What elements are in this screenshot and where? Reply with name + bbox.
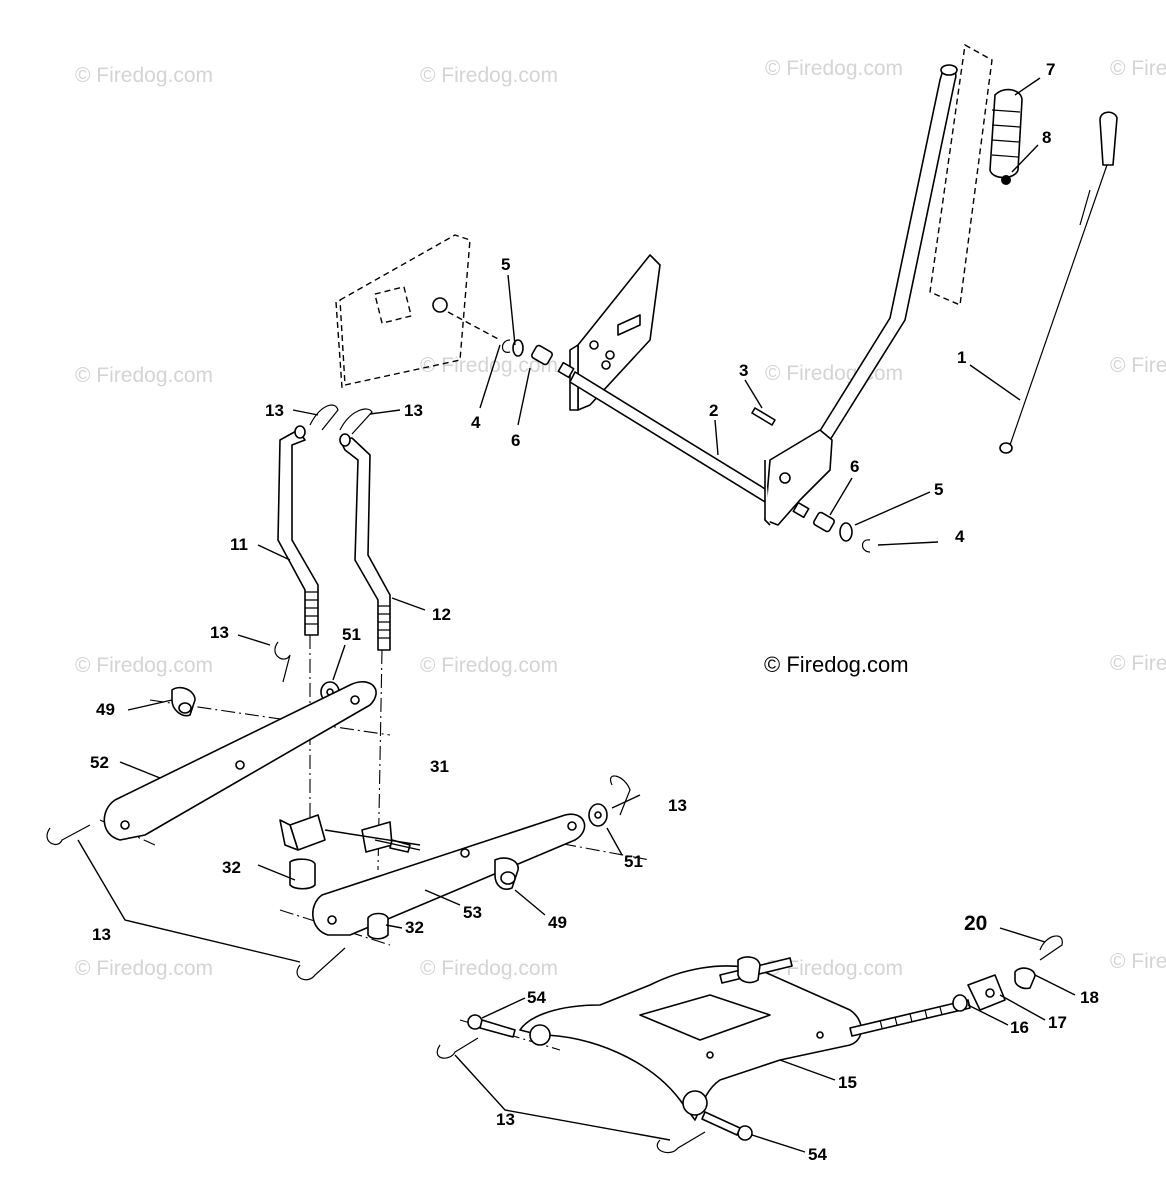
watermark: © Firedog.com (75, 64, 213, 87)
pivot-bolts (436, 1014, 753, 1154)
label-part-51: 51 (342, 625, 361, 644)
label-part-13: 13 (265, 401, 284, 420)
label-part-4: 4 (471, 413, 481, 432)
swivel-right (361, 821, 411, 853)
label-part-16: 16 (1010, 1018, 1029, 1037)
watermark: © Firedog.com (420, 354, 558, 377)
watermark: © Firedog.com (75, 654, 213, 677)
frame-reference-dashed (335, 234, 501, 389)
label-part-13: 13 (668, 796, 687, 815)
label-part-13: 13 (496, 1110, 515, 1129)
label-part-7: 7 (1046, 60, 1055, 79)
label-part-53: 53 (463, 903, 482, 922)
label-part-11: 11 (230, 535, 248, 554)
watermark: © Firedog.com (1110, 950, 1166, 973)
clevis-hardware (952, 935, 1063, 1012)
hairpin-clips-lower (46, 824, 346, 981)
hairpin-clips-top (274, 404, 373, 683)
label-part-6: 6 (850, 457, 859, 476)
lift-shaft-assembly (557, 64, 958, 526)
label-part-13: 13 (404, 401, 423, 420)
watermark: © Firedog.com (75, 957, 213, 980)
watermark: © Firedog.com (1110, 652, 1166, 675)
label-part-32: 32 (222, 858, 241, 877)
label-part-49: 49 (96, 700, 115, 719)
label-part-13: 13 (92, 925, 111, 944)
label-part-3: 3 (739, 361, 748, 380)
handle-grip (989, 88, 1023, 185)
label-part-5: 5 (501, 255, 510, 274)
copyright-notice: © Firedog.com (764, 652, 909, 677)
watermark: © Firedog.com (765, 957, 903, 980)
label-part-17: 17 (1048, 1013, 1067, 1032)
watermark: © Firedog.com (1110, 354, 1166, 377)
label-part-54: 54 (808, 1145, 827, 1164)
lift-plate-15 (519, 956, 971, 1121)
roll-pin (751, 407, 776, 426)
lift-links (277, 425, 391, 651)
watermark: © Firedog.com (765, 362, 903, 385)
label-part-13: 13 (210, 623, 229, 642)
label-part-18: 18 (1080, 988, 1099, 1007)
label-part-20: 20 (964, 912, 987, 935)
lever-dashed-outline (929, 43, 993, 307)
lift-bar-52 (103, 680, 377, 841)
label-part-1: 1 (957, 348, 966, 367)
label-part-49: 49 (548, 913, 567, 932)
label-part-8: 8 (1042, 128, 1051, 147)
label-part-12: 12 (432, 605, 451, 624)
watermark: © Firedog.com (75, 364, 213, 387)
watermark-layer: © Firedog.com © Firedog.com © Firedog.co… (75, 57, 1166, 980)
label-part-4: 4 (955, 527, 965, 546)
part-number-labels: 1 2 3 4 4 5 5 6 6 7 8 11 12 13 13 13 13 … (90, 60, 1099, 1164)
label-part-6: 6 (511, 431, 520, 450)
label-part-5: 5 (934, 480, 943, 499)
label-part-54: 54 (527, 988, 546, 1007)
watermark: © Firedog.com (765, 57, 903, 80)
watermark: © Firedog.com (420, 654, 558, 677)
washers-right (494, 775, 631, 890)
watermark: © Firedog.com (420, 64, 558, 87)
washers-left (171, 681, 340, 717)
label-part-32: 32 (405, 918, 424, 937)
swivel-left (279, 814, 326, 890)
label-part-2: 2 (709, 401, 718, 420)
label-part-51: 51 (624, 852, 643, 871)
label-part-15: 15 (838, 1073, 857, 1092)
height-rod (999, 111, 1118, 454)
shaft-hardware-right (813, 511, 871, 553)
leader-lines (77, 77, 1076, 1153)
label-part-31: 31 (430, 757, 449, 776)
watermark: © Firedog.com (420, 957, 558, 980)
lift-bar-53 (312, 813, 586, 940)
watermark: © Firedog.com (1110, 57, 1166, 80)
label-part-52: 52 (90, 753, 109, 772)
